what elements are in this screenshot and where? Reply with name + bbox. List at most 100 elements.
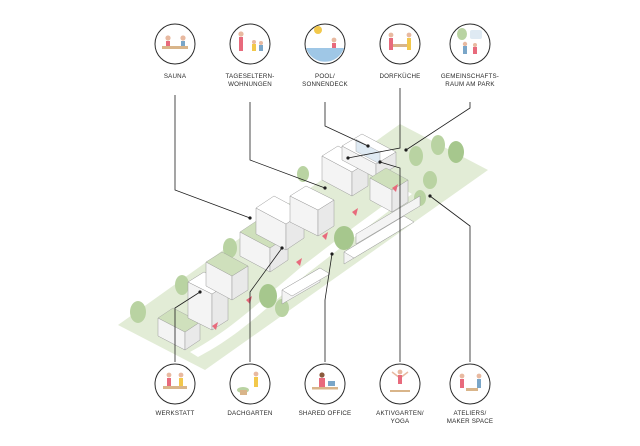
- person-icon: [238, 31, 244, 37]
- child-icon: [259, 45, 263, 51]
- yoga-mat-icon: [390, 390, 410, 392]
- label-tageseltern: TAGESELTERN-WOHNUNGEN: [226, 73, 275, 88]
- person-icon: [398, 375, 402, 384]
- leader-lines: [174, 88, 471, 362]
- label-ateliers: ATELIERS/MAKER SPACE: [447, 410, 493, 425]
- leader-dot: [198, 290, 202, 294]
- leader-ateliers: [429, 195, 471, 362]
- leader-dot: [280, 246, 284, 250]
- row-houses: [343, 215, 415, 259]
- leader-aktivgarten: [379, 161, 401, 362]
- row-houses: [355, 195, 421, 245]
- bench-icon: [162, 46, 188, 49]
- person-icon: [253, 371, 259, 377]
- marker: [352, 208, 358, 216]
- label-dorfkueche: DORFKÜCHE: [380, 73, 421, 80]
- vignette-ring: [154, 363, 196, 405]
- person-icon: [397, 369, 403, 375]
- label-shared-office: SHARED OFFICE: [299, 410, 352, 417]
- label-werkstatt: WERKSTATT: [155, 410, 194, 417]
- trees: [130, 135, 464, 323]
- person-icon: [178, 372, 184, 378]
- person-icon: [254, 377, 258, 387]
- label-pool: POOL/SONNENDECK: [302, 73, 348, 88]
- leader-sauna: [174, 95, 251, 219]
- person-icon: [473, 47, 477, 54]
- person-icon: [459, 373, 465, 379]
- person-icon: [462, 41, 468, 47]
- leader-dot: [248, 216, 252, 220]
- child-icon: [252, 40, 256, 44]
- tree: [275, 299, 289, 317]
- sun-icon: [314, 26, 322, 34]
- marker: [322, 232, 328, 240]
- person-icon: [165, 35, 171, 41]
- vignette-tageseltern: [229, 23, 271, 65]
- roof-garden: [369, 167, 409, 191]
- label-aktivgarten: AKTIVGARTEN/YOGA: [376, 410, 424, 425]
- tree-icon: [457, 28, 467, 40]
- pool-water-icon: [306, 48, 344, 62]
- tree: [259, 284, 277, 308]
- label-sauna: SAUNA: [164, 73, 187, 80]
- leader-dot: [404, 148, 408, 152]
- top-labels: SAUNA TAGESELTERN-WOHNUNGEN POOL/SONNEND…: [164, 73, 499, 88]
- tree: [423, 171, 437, 189]
- tree: [431, 135, 445, 155]
- vignette-werkstatt: [154, 363, 196, 405]
- person-icon: [166, 372, 172, 378]
- row-houses: [281, 267, 331, 297]
- person-icon: [389, 38, 393, 50]
- vignette-dachgarten: [229, 363, 271, 405]
- speech-bubble-icon: [470, 30, 482, 39]
- vignette-ring: [229, 23, 271, 65]
- vignette-dorfkueche: [379, 23, 421, 65]
- leader-dorfkueche: [347, 88, 401, 159]
- vignette-sauna: [154, 23, 196, 65]
- workbench-icon: [163, 386, 187, 389]
- person-icon: [463, 46, 467, 54]
- person-icon: [407, 38, 411, 50]
- child-icon: [252, 44, 256, 51]
- leader-dot: [378, 160, 382, 164]
- person-icon: [167, 378, 171, 386]
- planter-icon: [240, 390, 247, 395]
- tree: [334, 226, 354, 250]
- bottom-labels: WERKSTATT DACHGARTEN SHARED OFFICE AKTIV…: [155, 410, 493, 425]
- tree: [130, 301, 146, 323]
- label-gemeinschaft: GEMEINSCHAFTS-RAUM AM PARK: [441, 73, 499, 88]
- person-icon: [332, 43, 336, 48]
- leader-tageseltern: [249, 102, 326, 189]
- person-icon: [473, 43, 477, 47]
- vignette-aktivgarten: [379, 363, 421, 405]
- person-icon: [331, 37, 337, 43]
- marker: [392, 184, 398, 192]
- tree: [175, 275, 189, 295]
- person-icon: [476, 373, 482, 379]
- laptop-icon: [328, 381, 335, 386]
- person-icon: [166, 41, 170, 46]
- table-icon: [466, 388, 478, 391]
- roof-garden: [205, 251, 249, 277]
- leader-dot: [366, 144, 370, 148]
- vignette-gemeinschaft: [449, 23, 491, 65]
- marker: [296, 258, 302, 266]
- leader-pool: [324, 102, 369, 147]
- pink-markers: [212, 184, 398, 330]
- leader-shared-office: [324, 253, 333, 362]
- buildings: [157, 133, 421, 351]
- leader-werkstatt: [174, 291, 201, 362]
- vignette-ring: [154, 23, 196, 65]
- marker: [246, 296, 252, 304]
- marker: [212, 322, 218, 330]
- leader-dot: [330, 252, 334, 256]
- vignette-pool: [304, 23, 346, 65]
- tree: [297, 166, 309, 182]
- vignette-ring: [449, 363, 491, 405]
- leader-dot: [323, 186, 327, 190]
- vignette-shared-office: [304, 363, 346, 405]
- person-icon: [319, 378, 325, 387]
- vignette-ring: [449, 23, 491, 65]
